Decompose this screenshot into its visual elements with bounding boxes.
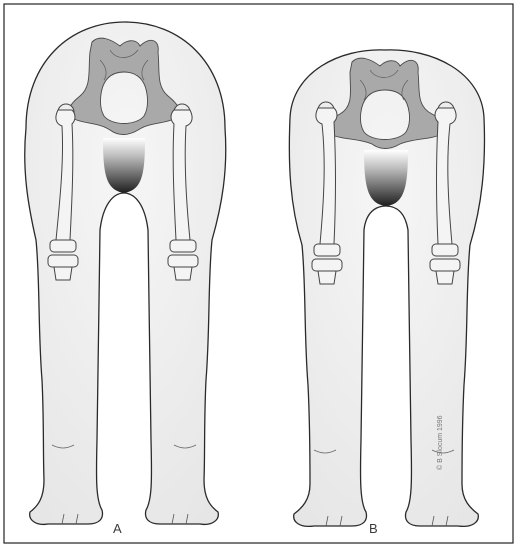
copyright-credit: © B Slocum 1996 [437, 415, 444, 470]
panel-a [25, 22, 226, 524]
panel-a-label: A [113, 521, 122, 536]
panel-b-label: B [369, 521, 378, 536]
panel-b [289, 50, 484, 527]
